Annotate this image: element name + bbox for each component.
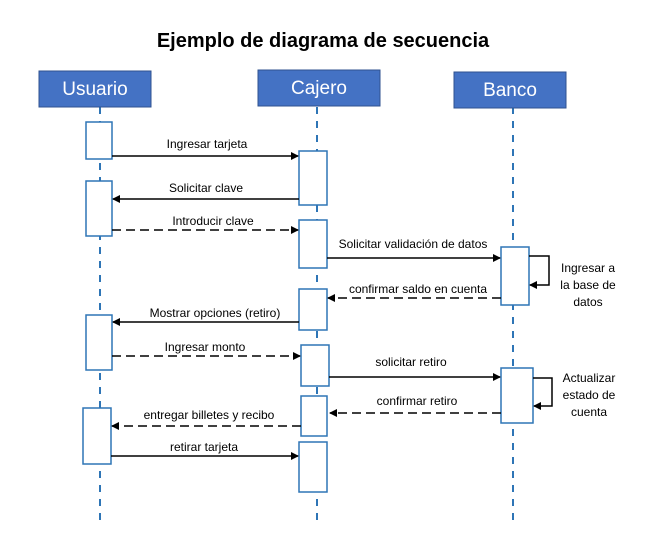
message-label-11: retirar tarjeta (170, 440, 238, 454)
activation-cajero-6 (298, 441, 328, 493)
activation-banco-2 (500, 367, 534, 424)
activation-usuario-2 (85, 180, 113, 237)
activations (82, 121, 534, 493)
self-note-1-line-2: la base de (560, 278, 616, 292)
message-label-6: Mostrar opciones (retiro) (150, 306, 281, 320)
actor-box-cajero (257, 69, 381, 107)
message-label-4: Solicitar validación de datos (339, 237, 488, 251)
self-note-1-line-3: datos (573, 295, 602, 309)
self-note-2-line-1: Actualizar (563, 371, 616, 385)
self-note-1-line-1: Ingresar a (561, 261, 615, 275)
activation-cajero-5 (300, 395, 328, 437)
actor-usuario: Usuario (38, 70, 152, 108)
actor-box-usuario (38, 70, 152, 108)
message-label-2: Solicitar clave (169, 181, 243, 195)
message-label-9: confirmar retiro (377, 394, 458, 408)
message-label-8: solicitar retiro (375, 355, 447, 369)
self-call-arrow-1 (529, 255, 550, 289)
activation-cajero-1 (298, 150, 328, 206)
actor-label-cajero: Cajero (291, 78, 347, 99)
actor-label-banco: Banco (483, 80, 537, 101)
message-label-5: confirmar saldo en cuenta (349, 282, 487, 296)
self-note-2-line-3: cuenta (571, 405, 607, 419)
message-label-3: Introducir clave (172, 214, 254, 228)
activation-usuario-1 (85, 121, 113, 160)
message-label-10: entregar billetes y recibo (144, 408, 275, 422)
message-label-1: Ingresar tarjeta (167, 137, 248, 151)
actor-banco: Banco (453, 71, 567, 109)
actor-cajero: Cajero (257, 69, 381, 107)
self-call-1: Ingresar a la base de datos (529, 255, 616, 309)
activation-cajero-3 (298, 288, 328, 331)
activation-usuario-3 (85, 314, 113, 371)
activation-banco-1 (500, 246, 530, 306)
message-label-7: Ingresar monto (165, 340, 246, 354)
actor-label-usuario: Usuario (62, 79, 127, 100)
self-call-2: Actualizar estado de cuenta (533, 371, 616, 419)
self-note-2-line-2: estado de (563, 388, 616, 402)
self-call-arrow-2 (533, 377, 553, 410)
messages: Ingresar tarjeta Solicitar clave Introdu… (111, 137, 501, 460)
activation-cajero-2 (298, 219, 328, 269)
activation-cajero-4 (300, 344, 330, 387)
actor-box-banco (453, 71, 567, 109)
diagram-title: Ejemplo de diagrama de secuencia (157, 30, 490, 52)
activation-usuario-4 (82, 407, 112, 465)
